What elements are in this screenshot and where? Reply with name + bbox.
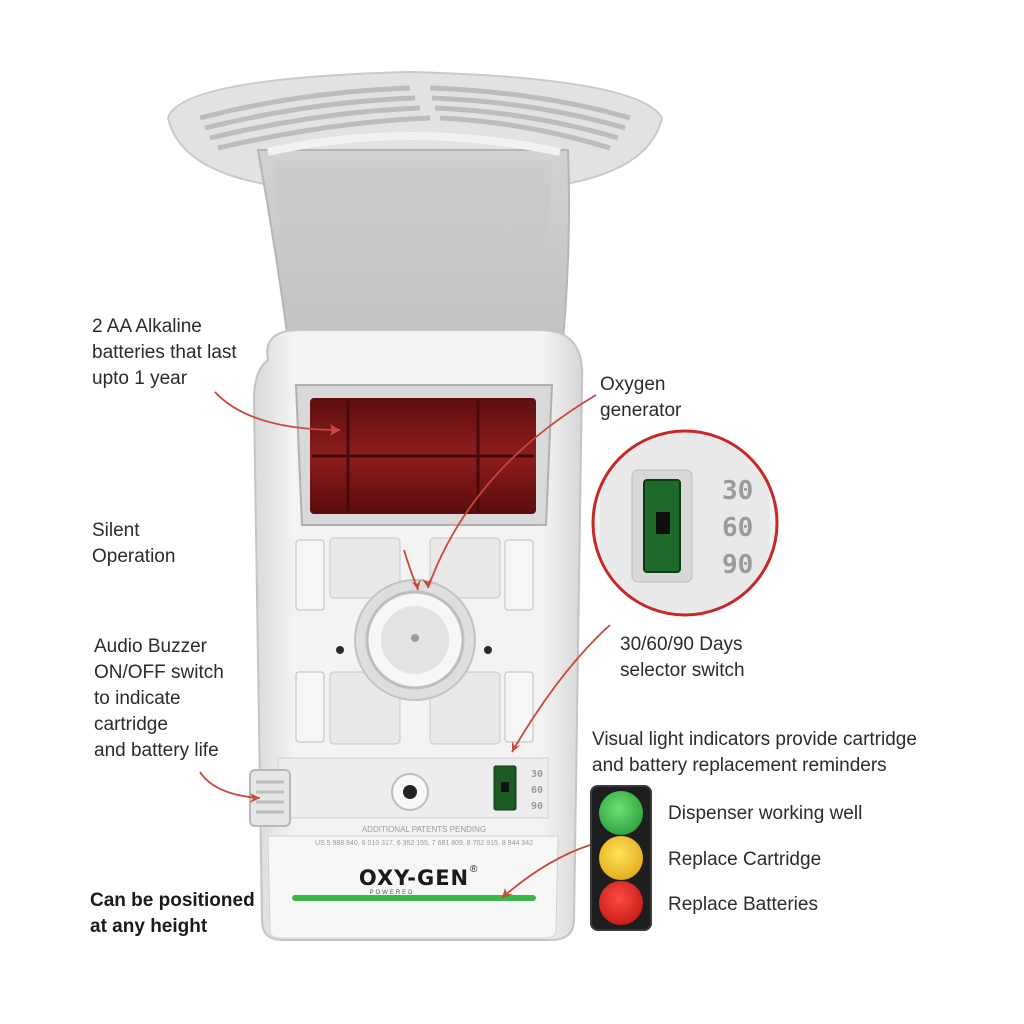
buzzer-label: Audio Buzzer ON/OFF switch to indicate c…	[94, 636, 224, 761]
logo-sub: POWERED	[369, 890, 414, 896]
red-light-icon	[599, 881, 643, 925]
selector-60: 60	[722, 513, 753, 543]
patents-text: ADDITIONAL PATENTS PENDING	[362, 825, 486, 834]
yellow-light-icon	[599, 836, 643, 880]
logo: OXY-GEN	[359, 866, 469, 890]
green-light-icon	[599, 791, 643, 835]
indicator-label-red: Replace Batteries	[668, 894, 818, 915]
visual-indicator-label: Visual light indicators provide cartridg…	[592, 729, 917, 776]
selector-90-small: 90	[531, 801, 543, 812]
silent-label: Silent Operation	[92, 520, 176, 567]
position-label: Can be positioned at any height	[90, 890, 255, 937]
battery-label: 2 AA Alkaline batteries that last upto 1…	[92, 316, 237, 389]
selector-60-small: 60	[531, 785, 543, 796]
registered-mark: ®	[470, 864, 478, 875]
oxygen-label: Oxygen generator	[600, 374, 682, 421]
selector-callout	[591, 429, 779, 617]
dispenser-body	[249, 329, 584, 941]
lid	[256, 132, 570, 371]
traffic-light-icon	[590, 785, 652, 931]
buzzer-switch[interactable]	[249, 769, 291, 827]
patent-numbers: US 5 988 840, 6 010 317, 6 352 155, 7 68…	[315, 840, 533, 847]
selector-90: 90	[722, 550, 753, 580]
selector-label: 30/60/90 Days selector switch	[620, 634, 745, 681]
selector-30-small: 30	[531, 769, 543, 780]
indicator-label-yellow: Replace Cartridge	[668, 849, 822, 870]
selector-30: 30	[722, 476, 753, 506]
status-light-bar	[292, 895, 536, 901]
indicator-label-green: Dispenser working well	[668, 803, 863, 824]
